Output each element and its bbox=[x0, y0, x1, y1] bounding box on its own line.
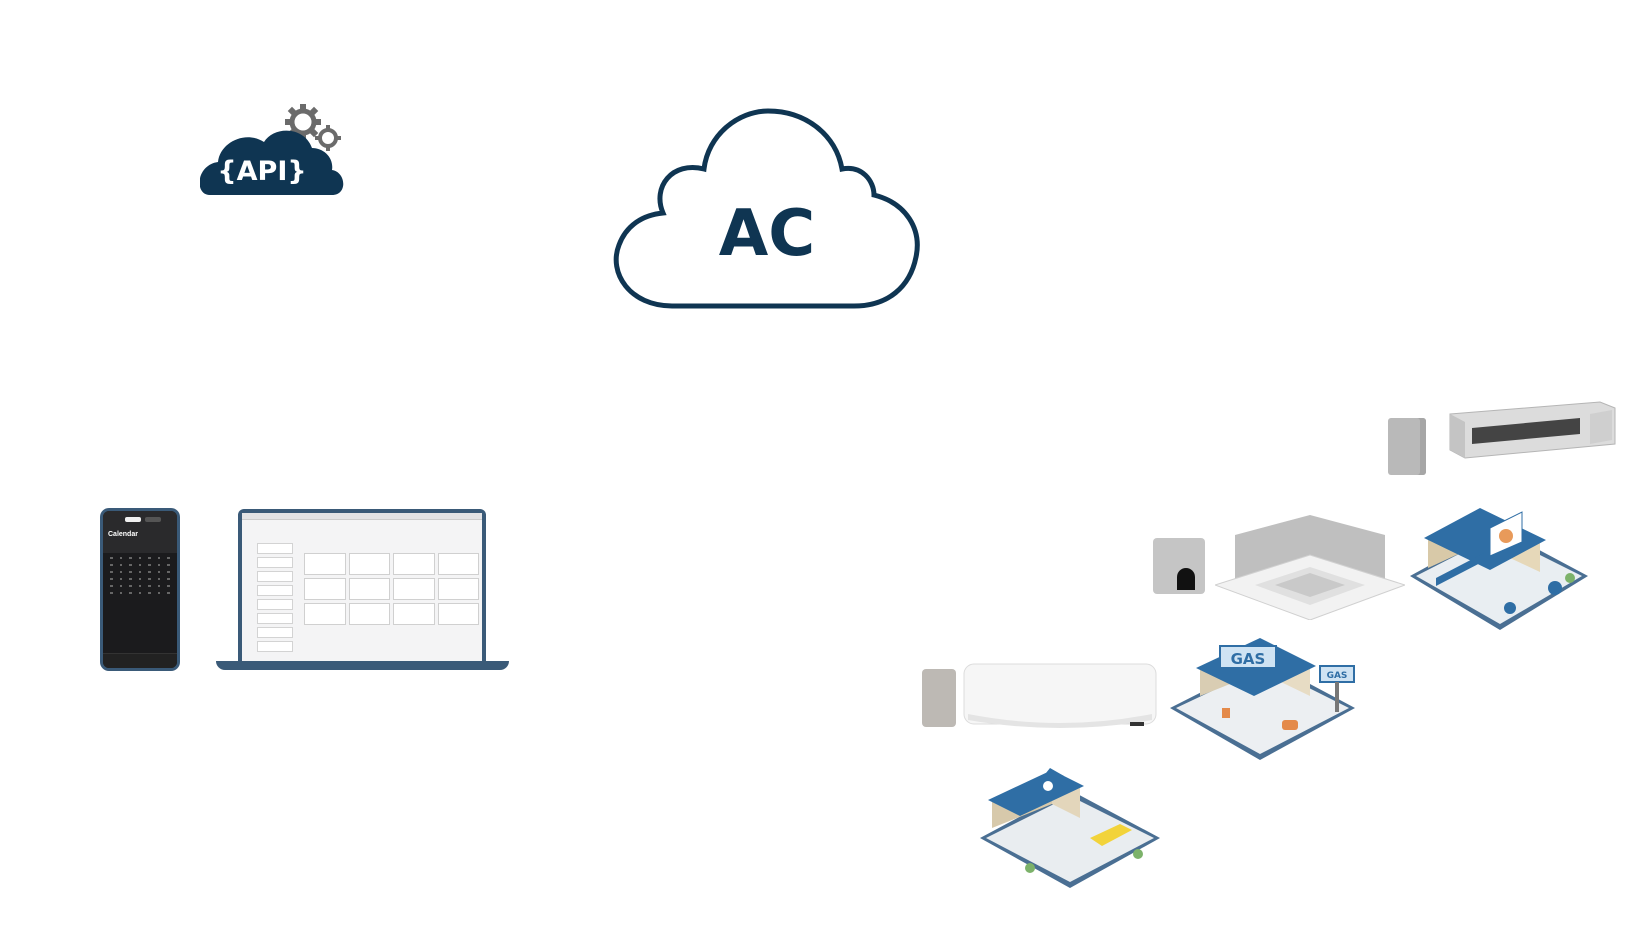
gas-sign-label: GAS bbox=[1231, 650, 1266, 668]
gas-station-icon: GAS GAS bbox=[1170, 638, 1355, 760]
phone-calendar-grid bbox=[103, 553, 177, 598]
laptop-dashboard bbox=[242, 513, 482, 661]
mobile-phone: Calendar bbox=[100, 508, 180, 671]
wall-controller bbox=[1153, 538, 1205, 594]
ac-label: AC bbox=[719, 197, 816, 271]
gear-small-icon bbox=[318, 128, 338, 148]
api-cloud-shape bbox=[200, 130, 344, 195]
laptop-base bbox=[216, 661, 509, 670]
laptop-device-list bbox=[257, 543, 293, 655]
wall-split-unit-icon bbox=[963, 663, 1157, 728]
api-cloud-icon: {API} bbox=[200, 104, 344, 195]
shop-building-icon bbox=[1410, 508, 1588, 630]
phone-tab-bar bbox=[103, 653, 177, 668]
laptop-control-cards bbox=[304, 553, 479, 625]
wall-controller-small bbox=[1388, 418, 1426, 475]
wall-remote bbox=[922, 669, 956, 727]
gear-icon bbox=[289, 108, 317, 136]
cassette-unit-icon bbox=[1215, 515, 1405, 620]
ducted-unit-icon bbox=[1449, 401, 1616, 459]
ac-cloud-icon: AC bbox=[613, 108, 920, 309]
phone-title: Calendar bbox=[108, 531, 138, 538]
laptop-screen bbox=[238, 509, 486, 661]
gas-pole-sign-label: GAS bbox=[1327, 671, 1348, 681]
ac-cloud-outline bbox=[613, 108, 920, 309]
town-building-icon bbox=[980, 768, 1160, 888]
api-label: {API} bbox=[217, 156, 306, 187]
phone-header: Calendar bbox=[103, 511, 177, 553]
